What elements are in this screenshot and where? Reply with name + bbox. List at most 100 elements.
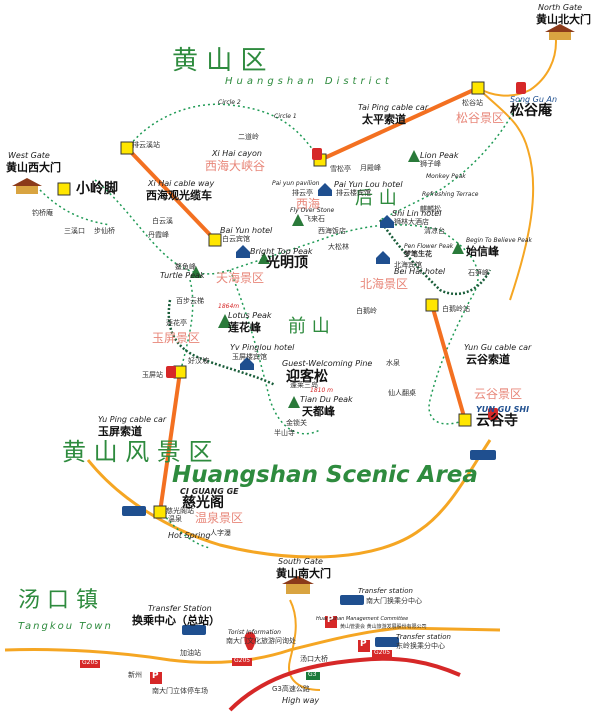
transfer3-cn: 东岭换乘分中心 bbox=[396, 642, 445, 650]
gate-west-icon bbox=[12, 178, 42, 194]
parking-2-text: P bbox=[327, 615, 334, 625]
bus-ciguang-icon bbox=[122, 506, 146, 516]
paiyun-cn: 排云楼宾馆 bbox=[336, 189, 371, 197]
sl-paiyunting: 排云亭 bbox=[292, 189, 313, 197]
wenquan-cn: 温泉 bbox=[168, 515, 182, 523]
sl-bailu: 白鹅岭 bbox=[356, 307, 377, 315]
scenic-label-cn: 黄 山 风 景 区 bbox=[62, 438, 213, 466]
bus-yungu-icon bbox=[470, 450, 496, 460]
hotel-yuping-icon bbox=[240, 357, 254, 370]
ciguang-cn[interactable]: 慈光阁 bbox=[182, 495, 224, 511]
trail-9 bbox=[39, 189, 111, 226]
station-yuping-bottom[interactable] bbox=[153, 505, 167, 519]
pen-en: Pen Flower Peak bbox=[404, 243, 454, 250]
zone-tianhai: 天海景区 bbox=[216, 271, 265, 285]
highway-cn: G3高速公路 bbox=[272, 685, 310, 693]
bus-donglin-icon bbox=[375, 637, 399, 647]
tiandu-cn[interactable]: 天都峰 bbox=[302, 405, 335, 418]
ciguang-en: CI GUANG GE bbox=[180, 487, 239, 496]
yingke-en: Guest-Welcoming Pine bbox=[282, 359, 373, 368]
guangming-cn[interactable]: 光明顶 bbox=[266, 255, 308, 271]
refresh-en: Refreshing Terrace bbox=[422, 191, 479, 198]
sl-penglai: 蓬莱三岛 bbox=[290, 381, 318, 389]
cablecar-icon-5 bbox=[166, 366, 176, 378]
transfer-en: Transfer Station bbox=[148, 604, 212, 613]
sl-paiyunxi: 排云溪站 bbox=[132, 141, 160, 149]
south-gate-cn[interactable]: 黄山南大门 bbox=[276, 567, 331, 580]
sl-lianhuating: 莲花亭 bbox=[166, 319, 187, 327]
cable-yungu-cn[interactable]: 云谷索道 bbox=[466, 353, 510, 366]
sl-jinsuo: 金锁关 bbox=[286, 419, 307, 427]
songguan-cn[interactable]: 松谷庵 bbox=[510, 103, 552, 119]
xiaolingjiao-cn[interactable]: 小岭脚 bbox=[76, 181, 118, 197]
transfer-cn[interactable]: 换乘中心（总站） bbox=[132, 614, 220, 627]
sl-ciguang-station: 慈光阁站 bbox=[166, 507, 194, 515]
parking-3-text: P bbox=[360, 639, 367, 649]
peak-tiandu-icon bbox=[288, 396, 300, 408]
cable-yuping-cn[interactable]: 玉屏索道 bbox=[98, 425, 142, 438]
transfer2-en: Transfer station bbox=[358, 587, 413, 595]
zone-wenquan: 温泉景区 bbox=[195, 511, 244, 525]
sl-baiyunxi: 白云溪 bbox=[152, 217, 173, 225]
lotus-cn[interactable]: 莲花峰 bbox=[228, 321, 261, 334]
peak-lion-icon bbox=[408, 150, 420, 162]
cable-yuping-en: Yu Ping cable car bbox=[98, 415, 167, 424]
monkey-en: Monkey Peak bbox=[426, 173, 466, 180]
highway-badge-text: G3 bbox=[308, 671, 317, 678]
cable-xihai bbox=[125, 146, 217, 242]
sl-qilin: 麒麟松 bbox=[420, 205, 441, 213]
mgmt-cn: 黄山管委会 黄山旅游发展股份有限公司 bbox=[340, 624, 427, 630]
sl-xihaifd: 西海饭店 bbox=[318, 227, 346, 235]
north-gate-en: North Gate bbox=[538, 3, 583, 12]
yungusi-cn[interactable]: 云谷寺 bbox=[476, 413, 518, 429]
station-taiping-bottom[interactable] bbox=[471, 81, 485, 95]
flyover-en: Fly Over Stone bbox=[290, 207, 335, 214]
trail-2 bbox=[129, 103, 321, 161]
sl-renzi: 人字瀑 bbox=[210, 529, 231, 537]
shilin-cn: 狮林大酒店 bbox=[394, 218, 429, 226]
road-badge-2-text: G205 bbox=[234, 657, 251, 664]
beihai-en: Bei Hai hotel bbox=[394, 267, 446, 276]
parking-1-icon bbox=[150, 672, 162, 684]
bus-transfer-icon bbox=[182, 625, 206, 635]
road-badge-2 bbox=[232, 658, 252, 666]
trail-5 bbox=[428, 229, 479, 425]
cable-taiping bbox=[319, 86, 479, 162]
cable-yungu bbox=[430, 304, 467, 421]
peak-begin-icon bbox=[452, 242, 464, 254]
station-xiaolingjiao[interactable] bbox=[57, 182, 71, 196]
station-yungu-top[interactable] bbox=[425, 298, 439, 312]
sl-yuping-station: 玉屏站 bbox=[142, 371, 163, 379]
hotel-shilin-icon bbox=[380, 215, 394, 228]
zone-qianshan: 前 山 bbox=[288, 316, 330, 337]
lion-en: Lion Peak bbox=[420, 151, 459, 160]
station-xihai-a[interactable] bbox=[120, 141, 134, 155]
pen-cn: 梦笔生花 bbox=[404, 250, 432, 258]
sl-dalin: 大松林 bbox=[328, 243, 349, 251]
hotel-baiyun-icon bbox=[236, 245, 250, 258]
station-yungu-bottom[interactable] bbox=[458, 413, 472, 427]
peak-flyover-icon bbox=[292, 214, 304, 226]
sl-bailuzhan: 白鹅岭站 bbox=[442, 305, 470, 313]
tourist-info-pin-icon bbox=[244, 632, 256, 650]
sl-aoyu: 鳌鱼峰 bbox=[175, 263, 196, 271]
cable-taiping-cn[interactable]: 太平索道 bbox=[362, 113, 406, 126]
trail-6 bbox=[379, 99, 521, 221]
west-gate-cn[interactable]: 黄山西大门 bbox=[6, 161, 61, 174]
cable-xihai-cn[interactable]: 西海观光缆车 bbox=[146, 189, 212, 202]
tourist-en: Torist Information bbox=[228, 629, 281, 636]
sl-diaoqiao: 钓桥庵 bbox=[32, 209, 53, 217]
sl-shuiquan: 水泉 bbox=[386, 359, 400, 367]
begin-cn[interactable]: 始信峰 bbox=[466, 245, 499, 258]
peak-turtle-icon bbox=[190, 266, 202, 278]
yingke-cn[interactable]: 迎客松 bbox=[286, 369, 328, 385]
station-xihai-b[interactable] bbox=[208, 233, 222, 247]
paiyun-en: Pai Yun Lou hotel bbox=[334, 180, 403, 189]
sl-danxia: 丹霞峰 bbox=[148, 231, 169, 239]
road-badge-1-text: G205 bbox=[82, 659, 99, 666]
north-gate-cn[interactable]: 黄山北大门 bbox=[536, 13, 591, 26]
zone-xihai-dxg: 西海大峡谷 bbox=[205, 159, 266, 173]
parking-cn: 南大门立体停车场 bbox=[152, 687, 208, 695]
sl-sanxikou: 三溪口 bbox=[64, 227, 85, 235]
sl-erdaoling: 二道岭 bbox=[238, 133, 259, 141]
